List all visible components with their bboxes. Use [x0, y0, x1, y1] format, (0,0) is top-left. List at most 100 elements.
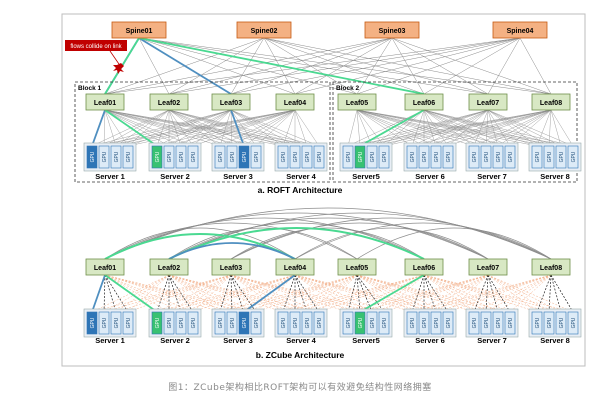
roft-leaf-label: Leaf08 [540, 100, 562, 107]
roft-leaf-gpu-link [156, 109, 296, 147]
roft-leaf-gpu-link [192, 109, 296, 147]
zcube-leaf-arc-link [168, 212, 552, 260]
roft-flow-blue-link [230, 109, 245, 147]
roft-leaf-gpu-link [243, 109, 296, 147]
zcube-gpu-label: GPU [382, 317, 388, 328]
roft-gpu-node [175, 145, 187, 169]
zcube-leaf-gpu-local-link [104, 274, 117, 313]
zcube-leaf-label: Leaf01 [94, 265, 116, 272]
zcube-leaf-gpu-cross-link [243, 274, 358, 313]
roft-spine-label: Spine03 [379, 28, 406, 35]
zcube-leaf-gpu-cross-link [104, 274, 182, 313]
zcube-leaf-gpu-cross-link [359, 274, 489, 313]
zcube-leaf-gpu-cross-link [168, 274, 221, 313]
roft-leaf-gpu-link [550, 109, 562, 147]
roft-gpu-label: GPU [410, 151, 416, 162]
zcube-gpu-node [301, 311, 313, 335]
roft-leaf-gpu-link [536, 109, 552, 147]
roft-gpu-label: GPU [293, 151, 299, 162]
zcube-leaf-gpu-cross-link [423, 274, 538, 313]
roft-gpu-node [301, 145, 313, 169]
roft-leaf-gpu-link [294, 109, 320, 147]
zcube-gpu-label: GPU [559, 317, 565, 328]
roft-gpu-label: GPU [446, 151, 452, 162]
roft-gpu-label: GPU [305, 151, 311, 162]
roft-leaf-gpu-link [411, 109, 552, 147]
roft-title: a. ROFT Architecture [258, 185, 343, 195]
zcube-leaf-gpu-cross-link [103, 274, 232, 313]
zcube-leaf-gpu-cross-link [231, 274, 296, 313]
figure-caption: 图1：ZCube架构相比ROFT架构可以有效避免结构性网络拥塞 [168, 383, 432, 393]
roft-spine-node [364, 21, 420, 39]
zcube-leaf-arc-link [104, 207, 552, 260]
zcube-server-label: Server 3 [223, 336, 253, 345]
zcube-leaf-label: Leaf02 [158, 265, 180, 272]
collision-burst-icon [113, 63, 124, 74]
zcube-leaf-gpu-cross-link [411, 274, 552, 313]
roft-gpu-node [492, 145, 504, 169]
roft-gpu-label: GPU [114, 151, 120, 162]
roft-leaf-gpu-link [230, 109, 284, 147]
zcube-gpu-label: GPU [179, 317, 185, 328]
roft-leaf-gpu-link [423, 109, 550, 147]
roft-leaf-gpu-link [371, 109, 552, 147]
roft-leaf-gpu-link [497, 109, 552, 147]
zcube-leaf-gpu-cross-link [294, 274, 349, 313]
zcube-leaf-gpu-cross-link [91, 274, 232, 313]
roft-spine-leaf-link [104, 37, 393, 95]
roft-gpu-label: GPU [547, 151, 553, 162]
zcube-gpu-label: GPU [434, 317, 440, 328]
roft-flow-green-link [359, 109, 425, 147]
zcube-gpu-label: GPU [114, 317, 120, 328]
roft-block-box [332, 81, 578, 183]
zcube-leaf-gpu-cross-link [115, 274, 232, 313]
roft-server-label: Server 3 [223, 172, 253, 181]
roft-server-label: Server 2 [160, 172, 190, 181]
zcube-leaf-gpu-cross-link [356, 274, 511, 313]
zcube-leaf-gpu-local-link [487, 274, 511, 313]
roft-leaf-gpu-link [347, 109, 425, 147]
zcube-leaf-gpu-local-link [356, 274, 361, 313]
roft-spine-leaf-link [487, 37, 521, 95]
roft-gpu-node [86, 145, 98, 169]
roft-spine-leaf-link [104, 37, 521, 95]
zcube-leaf-node [468, 258, 508, 276]
roft-gpu-label: GPU [254, 151, 260, 162]
zcube-leaf-gpu-cross-link [473, 274, 552, 313]
zcube-gpu-node [214, 311, 226, 335]
zcube-gpu-label: GPU [346, 317, 352, 328]
zcube-gpu-node [289, 311, 301, 335]
roft-leaf-node [275, 93, 315, 111]
zcube-gpu-node [492, 311, 504, 335]
zcube-leaf-gpu-cross-link [282, 274, 358, 313]
roft-spine-leaf-link [423, 37, 521, 95]
roft-gpu-node [366, 145, 378, 169]
roft-spine-label: Spine01 [126, 28, 153, 35]
roft-gpu-label: GPU [191, 151, 197, 162]
zcube-gpu-label: GPU [293, 317, 299, 328]
roft-gpu-label: GPU [508, 151, 514, 162]
zcube-server-label: Server5 [352, 336, 380, 345]
zcube-leaf-gpu-cross-link [423, 274, 574, 313]
zcube-leaf-gpu-cross-link [423, 274, 489, 313]
roft-gpu-node [378, 145, 390, 169]
zcube-gpu-label: GPU [126, 317, 132, 328]
roft-spine-leaf-link [391, 37, 552, 95]
zcube-gpu-label: GPU [446, 317, 452, 328]
roft-leaf-gpu-link [104, 109, 129, 147]
roft-leaf-gpu-link [219, 109, 296, 147]
zcube-leaf-gpu-cross-link [497, 274, 552, 313]
roft-leaf-gpu-link [548, 109, 552, 147]
roft-leaf-gpu-link [115, 109, 296, 147]
zcube-leaf-gpu-cross-link [411, 274, 489, 313]
zcube-flow-green-arc [168, 227, 425, 260]
roft-leaf-gpu-link [423, 109, 538, 147]
zcube-leaf-gpu-cross-link [423, 274, 562, 313]
roft-gpu-node [163, 145, 175, 169]
zcube-gpu-label: GPU [472, 317, 478, 328]
zcube-gpu-node [238, 311, 250, 335]
zcube-flow-blue-link [91, 274, 106, 313]
roft-leaf-gpu-link [168, 109, 296, 147]
zcube-gpu-node [86, 311, 98, 335]
